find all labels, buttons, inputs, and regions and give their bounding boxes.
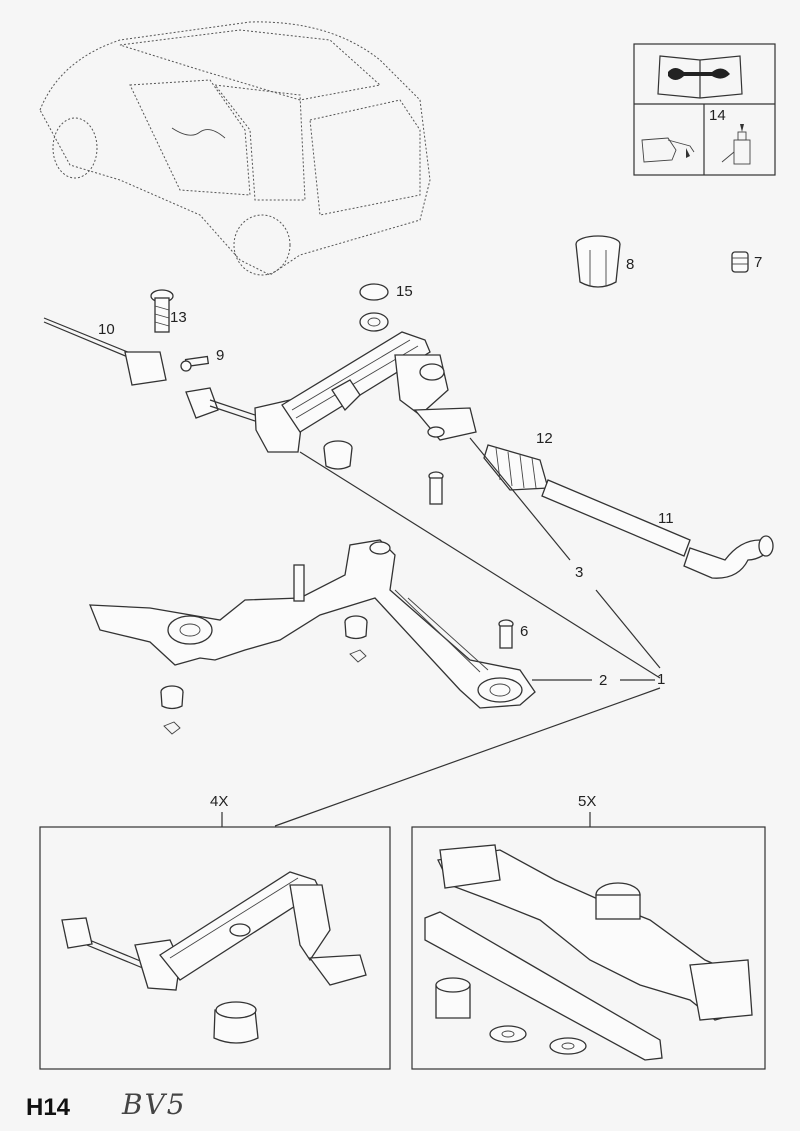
label-part-6: 6 bbox=[520, 623, 529, 640]
label-part-13: 13 bbox=[170, 309, 187, 326]
label-part-14: 14 bbox=[709, 107, 726, 124]
inset-5x-quantity: 5X bbox=[578, 793, 597, 810]
inset-4x-quantity: 4X bbox=[210, 793, 229, 810]
part-15-clip bbox=[359, 283, 389, 332]
page-code: H14 bbox=[26, 1094, 71, 1121]
inset-box-4x bbox=[39, 812, 391, 1070]
leader-lines bbox=[274, 437, 661, 827]
manual-book-wrench-icon bbox=[657, 55, 743, 99]
label-part-10: 10 bbox=[98, 321, 115, 338]
bushing-under-linkage bbox=[323, 440, 353, 470]
lower-bolt bbox=[428, 471, 444, 505]
part-11-tube bbox=[541, 479, 774, 579]
car-outline bbox=[39, 21, 431, 276]
label-part-15: 15 bbox=[396, 283, 413, 300]
part-9-pin bbox=[180, 355, 210, 372]
label-part-7: 7 bbox=[754, 254, 763, 271]
part-13-bolt bbox=[150, 289, 174, 333]
label-part-2: 2 bbox=[599, 672, 608, 689]
part-7-bushing bbox=[731, 251, 749, 273]
label-part-11: 11 bbox=[658, 510, 674, 527]
label-part-1: 1 bbox=[657, 671, 666, 688]
part-10-rod bbox=[43, 317, 219, 419]
label-part-8: 8 bbox=[626, 256, 635, 273]
gearshift-linkage-assembly bbox=[209, 331, 477, 453]
small-bushings bbox=[160, 615, 368, 735]
part-2-bracket-assembly bbox=[89, 539, 536, 709]
label-part-9: 9 bbox=[216, 347, 225, 364]
part-6-bolt bbox=[498, 619, 514, 649]
service-info-box bbox=[633, 43, 776, 176]
handwritten-note: BV5 bbox=[122, 1088, 187, 1121]
label-part-3: 3 bbox=[575, 564, 584, 581]
label-part-12: 12 bbox=[536, 430, 553, 447]
grease-bottle-icon bbox=[721, 124, 751, 165]
inset-box-5x bbox=[411, 812, 766, 1070]
part-8-sleeve bbox=[575, 235, 621, 288]
lubricant-can-icon bbox=[641, 137, 695, 163]
